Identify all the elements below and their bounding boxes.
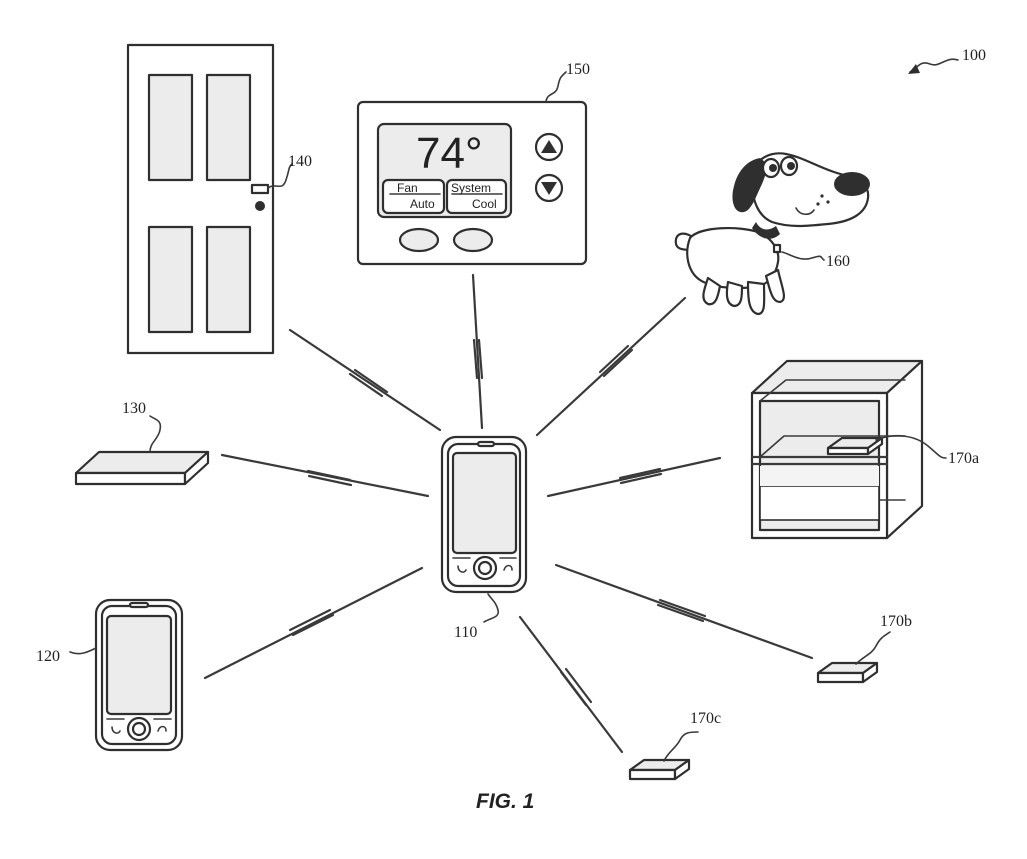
door-panel — [205, 225, 252, 334]
label-150: 150 — [566, 61, 590, 78]
fan-label: Fan — [397, 181, 418, 195]
door-panel — [147, 73, 194, 182]
system-mode-box — [445, 178, 508, 215]
link-to-device-120 — [203, 566, 424, 680]
link-to-dog — [535, 296, 687, 437]
figure-caption: FIG. 1 — [476, 790, 534, 813]
call-icon — [111, 726, 121, 734]
door — [126, 43, 275, 355]
label-170a: 170a — [948, 450, 979, 467]
triangle-down-icon — [541, 182, 557, 195]
dog-ear — [732, 158, 767, 213]
door-knob — [255, 201, 265, 211]
leader-130 — [149, 415, 162, 453]
door-panel — [205, 73, 252, 182]
label-140: 140 — [288, 153, 312, 170]
link-to-thermostat — [471, 273, 484, 430]
dog — [674, 152, 870, 316]
system-label: System — [451, 181, 491, 195]
label-160: 160 — [826, 253, 850, 270]
label-120: 120 — [36, 648, 60, 665]
leader-120 — [69, 647, 97, 655]
leader-170b — [855, 631, 891, 665]
link-to-tag-130 — [220, 453, 430, 498]
label-100: 100 — [962, 47, 986, 64]
thermostat-button-right — [452, 227, 494, 253]
triangle-up-icon — [541, 140, 557, 153]
tag-170c — [628, 758, 691, 781]
leader-160 — [781, 251, 825, 261]
speaker-grille — [128, 601, 150, 609]
link-to-tag-170a — [546, 456, 722, 498]
label-170b: 170b — [880, 613, 912, 630]
label-110: 110 — [454, 624, 477, 641]
system-value: Cool — [472, 197, 497, 211]
door-lock-sensor — [250, 183, 270, 195]
label-130: 130 — [122, 400, 146, 417]
link-to-door — [288, 328, 442, 432]
dog-nose — [834, 172, 870, 196]
dog-collar — [752, 222, 780, 239]
thermostat: 74° Fan Auto System Cool — [356, 100, 588, 266]
label-170c: 170c — [690, 710, 721, 727]
thermostat-button-left — [398, 227, 440, 253]
leader-170c — [663, 731, 699, 762]
tag-130 — [74, 450, 210, 486]
collar-tag — [772, 243, 782, 254]
leader-110 — [483, 593, 500, 623]
call-icon — [457, 565, 467, 573]
fan-value: Auto — [410, 197, 435, 211]
central-smartphone — [440, 435, 528, 594]
door-panel — [147, 225, 194, 334]
phone-screen — [451, 451, 518, 555]
wireless-links — [203, 273, 814, 754]
fan-mode-box — [381, 178, 446, 215]
phone-screen — [105, 614, 173, 716]
thermostat-temperature: 74° — [416, 129, 483, 178]
speaker-grille — [476, 440, 496, 448]
link-to-tag-170c — [518, 615, 624, 754]
arrow-icon — [908, 64, 920, 74]
end-call-icon — [503, 564, 513, 571]
tag-170b — [816, 661, 879, 684]
shelf-cabinet — [750, 359, 924, 540]
leader-140 — [267, 163, 293, 189]
second-smartphone — [94, 598, 184, 752]
end-call-icon — [157, 725, 167, 732]
link-to-tag-170b — [554, 563, 814, 660]
leader-150 — [545, 71, 567, 102]
leader-170a — [875, 434, 947, 459]
